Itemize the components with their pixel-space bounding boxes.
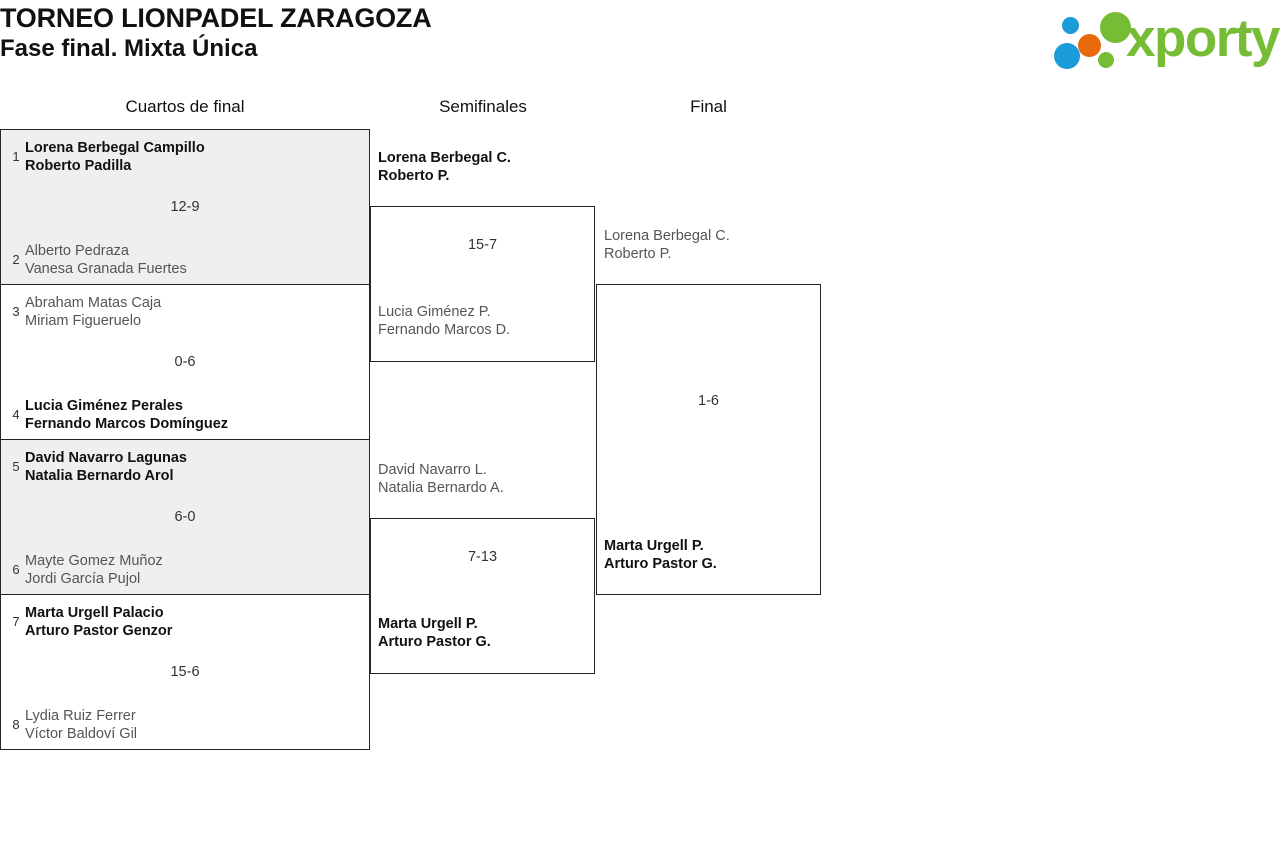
match-quarterfinal-1[interactable]: 1 Lorena Berbegal Campillo Roberto Padil…	[0, 129, 370, 285]
team-slot[interactable]: 8 Lydia Ruiz Ferrer Víctor Baldoví Gil	[1, 707, 369, 743]
seed-number: 7	[12, 614, 20, 629]
player-name: Lorena Berbegal C.	[604, 228, 730, 244]
round-header-semifinals: Semifinales	[439, 97, 527, 116]
logo-dot-blue-small-icon	[1062, 17, 1079, 34]
team-slot[interactable]: Marta Urgell P. Arturo Pastor G.	[371, 615, 594, 651]
match-semifinal-2[interactable]: David Navarro L. Natalia Bernardo A. 7-1…	[370, 462, 595, 674]
team-names: Lorena Berbegal C. Roberto P.	[378, 149, 586, 185]
match-score: 1-6	[698, 393, 719, 409]
team-slot[interactable]: 4 Lucia Giménez Perales Fernando Marcos …	[1, 397, 369, 433]
team-names: Lucia Giménez Perales Fernando Marcos Do…	[25, 397, 361, 433]
team-names: Mayte Gomez Muñoz Jordi García Pujol	[25, 552, 361, 588]
player-name: Mayte Gomez Muñoz	[25, 553, 163, 569]
team-names: David Navarro Lagunas Natalia Bernardo A…	[25, 449, 361, 485]
player-name: David Navarro L.	[378, 462, 487, 478]
team-names: Alberto Pedraza Vanesa Granada Fuertes	[25, 242, 361, 278]
player-name: Natalia Bernardo Arol	[25, 468, 174, 484]
title-block: TORNEO LIONPADEL ZARAGOZA Fase final. Mi…	[0, 0, 432, 64]
player-name: Lorena Berbegal Campillo	[25, 140, 205, 156]
player-name: Lorena Berbegal C.	[378, 150, 511, 166]
player-name: Natalia Bernardo A.	[378, 480, 504, 496]
logo-wordmark: xporty	[1126, 9, 1280, 68]
player-name: Arturo Pastor G.	[604, 556, 717, 572]
seed-number: 2	[12, 252, 20, 267]
seed-number: 6	[12, 562, 20, 577]
match-score: 7-13	[467, 549, 498, 565]
team-names: Lydia Ruiz Ferrer Víctor Baldoví Gil	[25, 707, 361, 743]
logo-dot-green-large-icon	[1100, 12, 1131, 43]
logo-dots-icon	[1054, 10, 1132, 70]
xporty-logo[interactable]: xporty	[1048, 6, 1280, 72]
team-names: Lorena Berbegal C. Roberto P.	[604, 227, 812, 263]
round-header-final: Final	[690, 97, 727, 116]
match-quarterfinal-2[interactable]: 3 Abraham Matas Caja Miriam Figueruelo 0…	[0, 284, 370, 440]
player-name: Miriam Figueruelo	[25, 313, 142, 329]
player-name: Fernando Marcos D.	[378, 322, 511, 338]
match-score: 12-9	[170, 199, 200, 215]
team-slot[interactable]: 6 Mayte Gomez Muñoz Jordi García Pujol	[1, 552, 369, 588]
player-name: Marta Urgell Palacio	[25, 605, 164, 621]
team-names: Marta Urgell Palacio Arturo Pastor Genzo…	[25, 604, 361, 640]
player-name: Roberto P.	[378, 168, 450, 184]
match-final[interactable]: Lorena Berbegal C. Roberto P. 1-6 Marta …	[596, 228, 821, 595]
match-score: 0-6	[174, 354, 196, 370]
match-semifinal-1[interactable]: Lorena Berbegal C. Roberto P. 15-7 Lucia…	[370, 150, 595, 362]
match-score: 15-7	[467, 237, 498, 253]
player-name: Jordi García Pujol	[25, 571, 141, 587]
seed-number: 4	[12, 407, 20, 422]
tournament-subtitle: Fase final. Mixta Única	[0, 35, 258, 62]
player-name: Lucia Giménez P.	[378, 304, 491, 320]
seed-number: 5	[12, 459, 20, 474]
team-names: Abraham Matas Caja Miriam Figueruelo	[25, 294, 361, 330]
player-name: Fernando Marcos Domínguez	[25, 416, 229, 432]
page-header: TORNEO LIONPADEL ZARAGOZA Fase final. Mi…	[0, 0, 1280, 88]
match-quarterfinal-4[interactable]: 7 Marta Urgell Palacio Arturo Pastor Gen…	[0, 594, 370, 750]
seed-number: 1	[12, 149, 20, 164]
round-header-quarterfinals: Cuartos de final	[125, 97, 245, 116]
team-slot[interactable]: 2 Alberto Pedraza Vanesa Granada Fuertes	[1, 242, 369, 278]
logo-dot-blue-large-icon	[1054, 43, 1080, 69]
player-name: Roberto Padilla	[25, 158, 132, 174]
player-name: Lucia Giménez Perales	[25, 398, 183, 414]
seed-number: 8	[12, 717, 20, 732]
team-slot[interactable]: Lucia Giménez P. Fernando Marcos D.	[371, 303, 594, 339]
team-slot[interactable]: 5 David Navarro Lagunas Natalia Bernardo…	[1, 449, 369, 485]
team-slot[interactable]: 1 Lorena Berbegal Campillo Roberto Padil…	[1, 139, 369, 175]
player-name: Marta Urgell P.	[378, 616, 478, 632]
team-slot[interactable]: Lorena Berbegal C. Roberto P.	[597, 227, 820, 263]
match-score: 15-6	[170, 664, 200, 680]
team-names: David Navarro L. Natalia Bernardo A.	[378, 461, 586, 497]
team-slot[interactable]: 7 Marta Urgell Palacio Arturo Pastor Gen…	[1, 604, 369, 640]
player-name: David Navarro Lagunas	[25, 450, 187, 466]
player-name: Roberto P.	[604, 246, 672, 262]
player-name: Alberto Pedraza	[25, 243, 129, 259]
player-name: Marta Urgell P.	[604, 538, 704, 554]
tournament-title: TORNEO LIONPADEL ZARAGOZA	[0, 3, 432, 33]
team-slot[interactable]: Marta Urgell P. Arturo Pastor G.	[597, 537, 820, 573]
player-name: Abraham Matas Caja	[25, 295, 162, 311]
team-names: Lucia Giménez P. Fernando Marcos D.	[378, 303, 586, 339]
team-names: Lorena Berbegal Campillo Roberto Padilla	[25, 139, 361, 175]
player-name: Arturo Pastor G.	[378, 634, 491, 650]
match-quarterfinal-3[interactable]: 5 David Navarro Lagunas Natalia Bernardo…	[0, 439, 370, 595]
player-name: Vanesa Granada Fuertes	[25, 261, 187, 277]
player-name: Víctor Baldoví Gil	[25, 726, 138, 742]
team-slot[interactable]: 3 Abraham Matas Caja Miriam Figueruelo	[1, 294, 369, 330]
match-score: 6-0	[174, 509, 196, 525]
team-slot[interactable]: David Navarro L. Natalia Bernardo A.	[371, 461, 594, 497]
team-names: Marta Urgell P. Arturo Pastor G.	[604, 537, 812, 573]
team-slot[interactable]: Lorena Berbegal C. Roberto P.	[371, 149, 594, 185]
logo-dot-green-small-icon	[1098, 52, 1114, 68]
logo-dot-orange-icon	[1078, 34, 1101, 57]
player-name: Arturo Pastor Genzor	[25, 623, 173, 639]
seed-number: 3	[12, 304, 20, 319]
team-names: Marta Urgell P. Arturo Pastor G.	[378, 615, 586, 651]
player-name: Lydia Ruiz Ferrer	[25, 708, 136, 724]
